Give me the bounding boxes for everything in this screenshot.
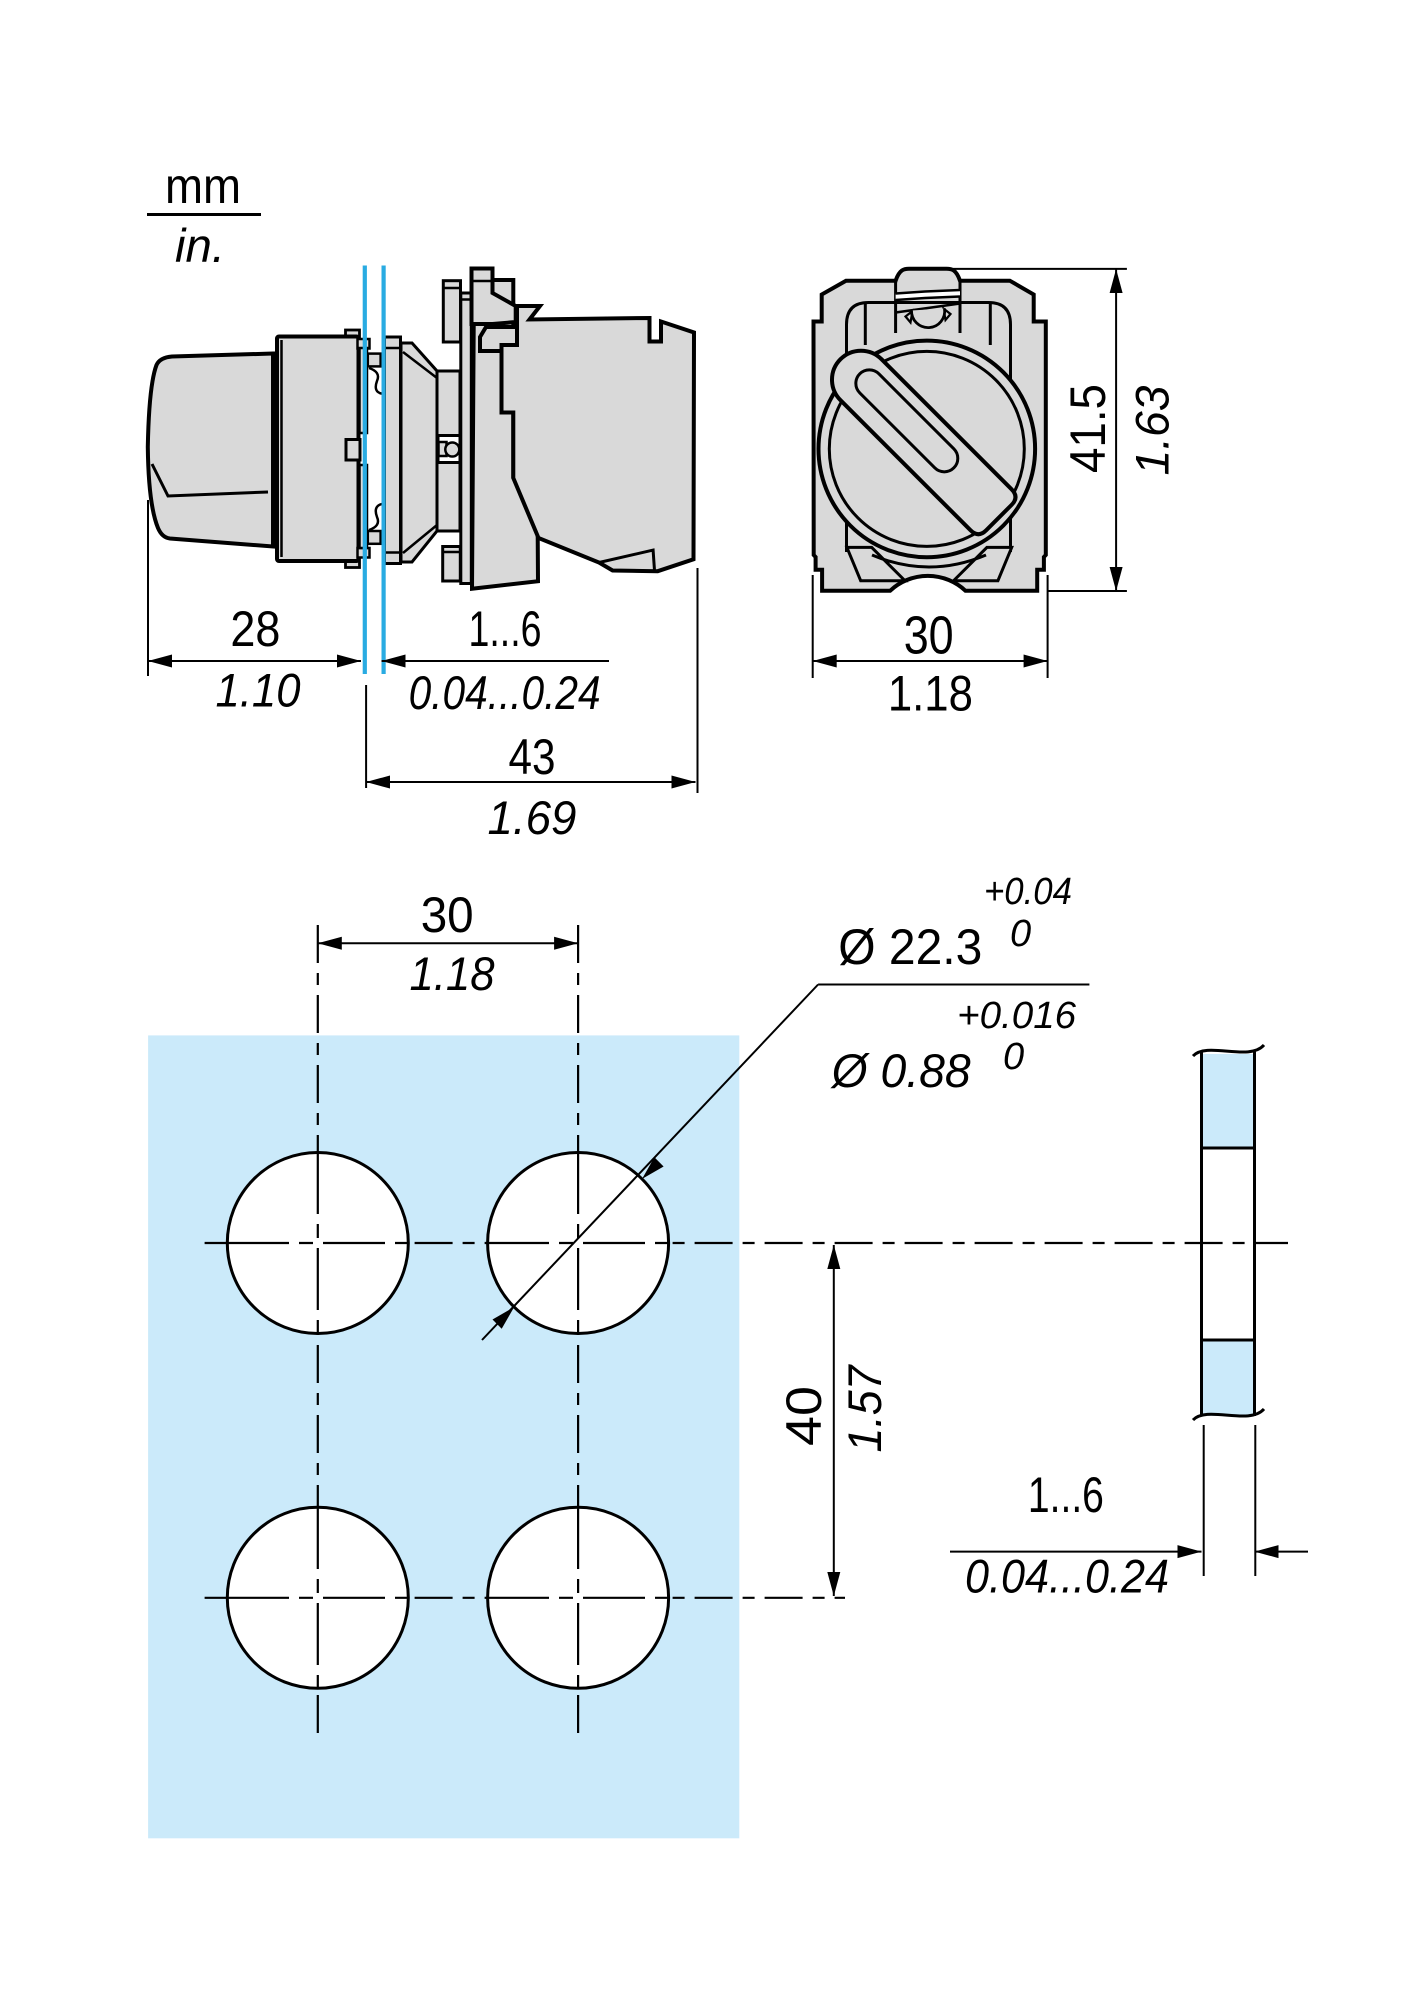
svg-text:0.04...0.24: 0.04...0.24 [965, 1550, 1169, 1603]
svg-text:0.04...0.24: 0.04...0.24 [409, 666, 601, 719]
svg-text:41.5: 41.5 [1060, 384, 1116, 473]
svg-text:1.57: 1.57 [838, 1364, 891, 1453]
svg-text:1...6: 1...6 [469, 601, 542, 657]
svg-text:0: 0 [1003, 1036, 1024, 1078]
svg-text:43: 43 [509, 729, 556, 785]
svg-text:1.18: 1.18 [888, 666, 973, 722]
svg-text:1.10: 1.10 [216, 664, 301, 717]
svg-text:1.69: 1.69 [488, 791, 577, 844]
svg-text:30: 30 [421, 887, 474, 943]
svg-text:28: 28 [230, 601, 280, 657]
svg-text:40: 40 [776, 1386, 832, 1446]
svg-text:1...6: 1...6 [1028, 1467, 1104, 1523]
svg-text:in.: in. [175, 219, 225, 272]
svg-text:30: 30 [904, 606, 954, 666]
svg-text:1.18: 1.18 [410, 947, 495, 1000]
svg-text:+0.016: +0.016 [957, 995, 1077, 1037]
svg-text:Ø 0.88: Ø 0.88 [830, 1044, 971, 1097]
svg-text:mm: mm [165, 158, 241, 214]
svg-text:+0.04: +0.04 [984, 871, 1072, 913]
svg-text:1.63: 1.63 [1126, 386, 1179, 476]
svg-text:Ø 22.3: Ø 22.3 [838, 919, 982, 975]
svg-text:0: 0 [1010, 913, 1031, 955]
